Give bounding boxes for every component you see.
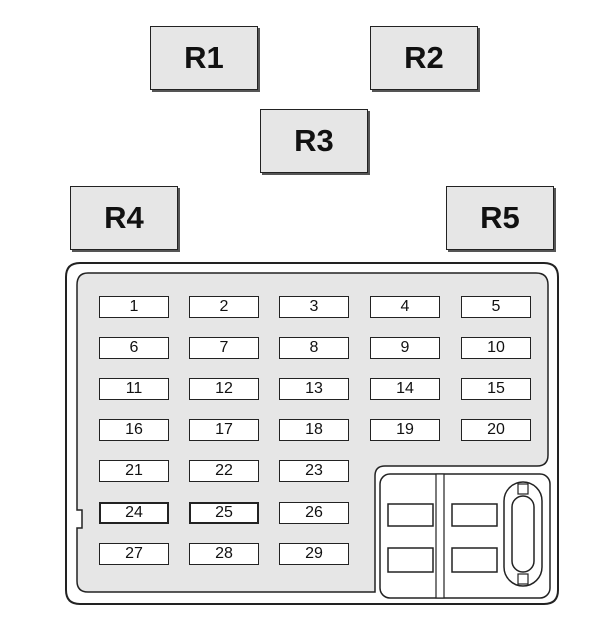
fuse-25: 25	[189, 502, 259, 524]
fuse-8: 8	[279, 337, 349, 359]
relay-r4: R4	[70, 186, 178, 250]
fuse-12: 12	[189, 378, 259, 400]
fuse-5: 5	[461, 296, 531, 318]
fuse-20: 20	[461, 419, 531, 441]
fuse-14: 14	[370, 378, 440, 400]
fuse-19: 19	[370, 419, 440, 441]
fuse-6: 6	[99, 337, 169, 359]
fuse-4: 4	[370, 296, 440, 318]
fuse-13: 13	[279, 378, 349, 400]
fuse-clip-inner	[511, 495, 535, 573]
relay-r5: R5	[446, 186, 554, 250]
relay-r2: R2	[370, 26, 478, 90]
fuse-1: 1	[99, 296, 169, 318]
fuse-24: 24	[99, 502, 169, 524]
fuse-18: 18	[279, 419, 349, 441]
fuse-21: 21	[99, 460, 169, 482]
fuse-15: 15	[461, 378, 531, 400]
fuse-11: 11	[99, 378, 169, 400]
fuse-23: 23	[279, 460, 349, 482]
fuse-2: 2	[189, 296, 259, 318]
fuse-28: 28	[189, 543, 259, 565]
slot	[451, 503, 498, 527]
slot	[387, 547, 434, 573]
fuse-22: 22	[189, 460, 259, 482]
fuse-16: 16	[99, 419, 169, 441]
relay-r1: R1	[150, 26, 258, 90]
relay-r3: R3	[260, 109, 368, 173]
fuse-10: 10	[461, 337, 531, 359]
slot	[387, 503, 434, 527]
fuse-7: 7	[189, 337, 259, 359]
fuse-29: 29	[279, 543, 349, 565]
fuse-26: 26	[279, 502, 349, 524]
fuse-9: 9	[370, 337, 440, 359]
slot	[451, 547, 498, 573]
compartment-divider	[435, 473, 445, 599]
fuse-3: 3	[279, 296, 349, 318]
fuse-27: 27	[99, 543, 169, 565]
fuse-clip-cap	[517, 483, 529, 495]
fuse-clip-cap	[517, 573, 529, 585]
fuse-17: 17	[189, 419, 259, 441]
